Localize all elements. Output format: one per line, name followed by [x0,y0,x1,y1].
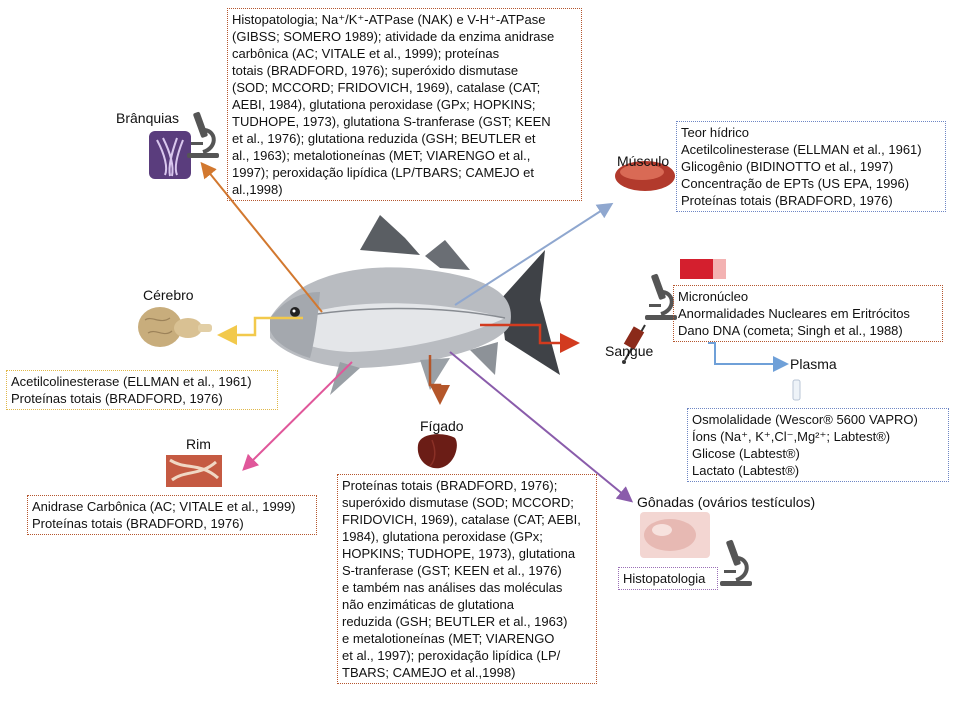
box-line: Histopatologia [623,571,706,586]
box-line: 1997); peroxidação lipídica (LP/TBARS; C… [232,165,535,180]
box-line: TBARS; CAMEJO et al.,1998) [342,665,516,680]
box-line: Proteínas totais (BRADFORD, 1976) [32,516,244,531]
box-plasma: Osmolalidade (Wescor® 5600 VAPRO) Íons (… [687,408,949,482]
box-line: Osmolalidade (Wescor® 5600 VAPRO) [692,412,918,427]
label-cerebro: Cérebro [143,287,194,303]
box-line: al., 1963); metalotioneínas (MET; VIAREN… [232,148,531,163]
box-line: Lactato (Labtest®) [692,463,800,478]
box-line: et al., 1997); peroxidação lipídica (LP/ [342,648,561,663]
box-line: superóxido dismutase (SOD; MCCORD; [342,495,574,510]
box-cerebro: Acetilcolinesterase (ELLMAN et al., 1961… [6,370,278,410]
kidney-image [166,455,222,487]
box-line: Concentração de EPTs (US EPA, 1996) [681,176,910,191]
box-line: AEBI, 1984), glutationa peroxidase (GPx;… [232,97,536,112]
box-line: reduzida (GSH; BEUTLER et al., 1963) [342,614,568,629]
box-line: não enzimáticas de glutationa [342,597,515,612]
arrow-rim [242,361,353,471]
label-rim: Rim [186,436,211,452]
box-line: Íons (Na⁺, K⁺,Cl⁻,Mg²⁺; Labtest®) [692,429,891,444]
microscope-icon [187,111,219,158]
label-sangue: Sangue [605,343,654,359]
box-line: Dano DNA (cometa; Singh et al., 1988) [678,323,903,338]
box-line: et al., 1976); glutationa reduzida (GSH;… [232,131,536,146]
box-line: 1984), glutationa peroxidase (GPx; [342,529,543,544]
arrow-musculo [454,202,614,306]
label-figado: Fígado [420,418,464,434]
label-gonadas: Gônadas (ovários testículos) [637,494,816,510]
fish-illustration [270,215,560,395]
box-line: FRIDOVICH, 1969), catalase (CAT; AEBI, [342,512,581,527]
box-line: Histopatologia; Na⁺/K⁺-ATPase (NAK) e V-… [232,12,546,27]
box-musculo: Teor hídrico Acetilcolinesterase (ELLMAN… [676,121,946,212]
label-musculo: Músculo [617,153,670,169]
arrow-cerebro [217,316,303,345]
box-line: e metalotioneínas (MET; VIARENGO [342,631,555,646]
arrow-branquias [200,161,323,313]
box-branquias: Histopatologia; Na⁺/K⁺-ATPase (NAK) e V-… [227,8,582,201]
label-branquias: Brânquias [116,110,180,126]
box-line: totais (BRADFORD, 1976); superóxido dism… [232,63,519,78]
muscle-tissue-image [615,161,675,191]
box-line: Proteínas totais (BRADFORD, 1976) [11,391,223,406]
box-line: Glicose (Labtest®) [692,446,800,461]
arrow-plasma [708,342,789,372]
box-line: Proteínas totais (BRADFORD, 1976); [342,478,558,493]
arrow-sangue [480,323,580,353]
box-line: e também nas análises das moléculas [342,580,563,595]
box-line: S-tranferase (GST; KEEN et al., 1976) [342,563,562,578]
blood-tube-image [680,259,726,279]
box-line: Teor hídrico [681,125,749,140]
box-gonadas: Histopatologia [618,567,718,590]
gills-image [149,131,191,179]
box-sangue: Micronúcleo Anormalidades Nucleares em E… [673,285,943,342]
box-line: Anormalidades Nucleares em Eritrócitos [678,306,910,321]
box-line: Micronúcleo [678,289,749,304]
box-line: Acetilcolinesterase (ELLMAN et al., 1961… [11,374,252,389]
label-plasma: Plasma [790,356,837,372]
microscope-icon [645,273,677,320]
microscope-icon [720,539,752,586]
box-line: Glicogênio (BIDINOTTO et al., 1997) [681,159,894,174]
box-line: TUDHOPE, 1973), glutationa S-tranferase … [232,114,551,129]
box-line: HOPKINS; TUDHOPE, 1973), glutationa [342,546,576,561]
syringe-icon [622,324,646,364]
gonads-image [640,512,710,558]
arrow-gonadas [449,351,634,503]
box-line: Proteínas totais (BRADFORD, 1976) [681,193,893,208]
box-figado: Proteínas totais (BRADFORD, 1976); super… [337,474,597,684]
box-line: (GIBSS; SOMERO 1989); atividade da enzim… [232,29,555,44]
arrow-figado [428,355,450,405]
brain-image [138,307,212,347]
box-line: Anidrase Carbônica (AC; VITALE et al., 1… [32,499,296,514]
box-line: (SOD; MCCORD; FRIDOVICH, 1969), catalase… [232,80,541,95]
plasma-vial-icon [792,379,801,401]
box-rim: Anidrase Carbônica (AC; VITALE et al., 1… [27,495,317,535]
box-line: Acetilcolinesterase (ELLMAN et al., 1961… [681,142,922,157]
box-line: carbônica (AC; VITALE et al., 1999); pro… [232,46,500,61]
liver-image [417,434,457,469]
box-line: al.,1998) [232,182,283,197]
